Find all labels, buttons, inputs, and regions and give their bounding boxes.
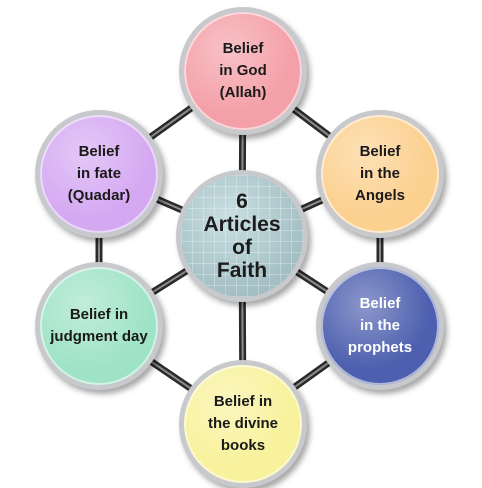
node-belief-in-god: Belief in God (Allah) (179, 7, 307, 135)
node-belief-in-judgment-day: Belief in judgment day (35, 262, 163, 390)
node-belief-in-angels: Belief in the Angels (316, 110, 444, 238)
node-belief-in-divine-books: Belief in the divine books (179, 360, 307, 488)
node-belief-in-prophets: Belief in the prophets (316, 262, 444, 390)
node-label: Belief in the Angels (354, 143, 405, 204)
node-label: Belief in the divine books (207, 393, 278, 454)
center-hub: 6 Articles of Faith (176, 170, 308, 302)
node-label: Belief in judgment day (50, 306, 148, 345)
node-label: Belief in God (Allah) (219, 40, 267, 101)
node-label: Belief in fate (Quadar) (67, 143, 131, 204)
node-label: Belief in the prophets (347, 295, 413, 356)
center-title: 6 Articles of Faith (203, 190, 281, 282)
node-belief-in-fate: Belief in fate (Quadar) (35, 110, 163, 238)
